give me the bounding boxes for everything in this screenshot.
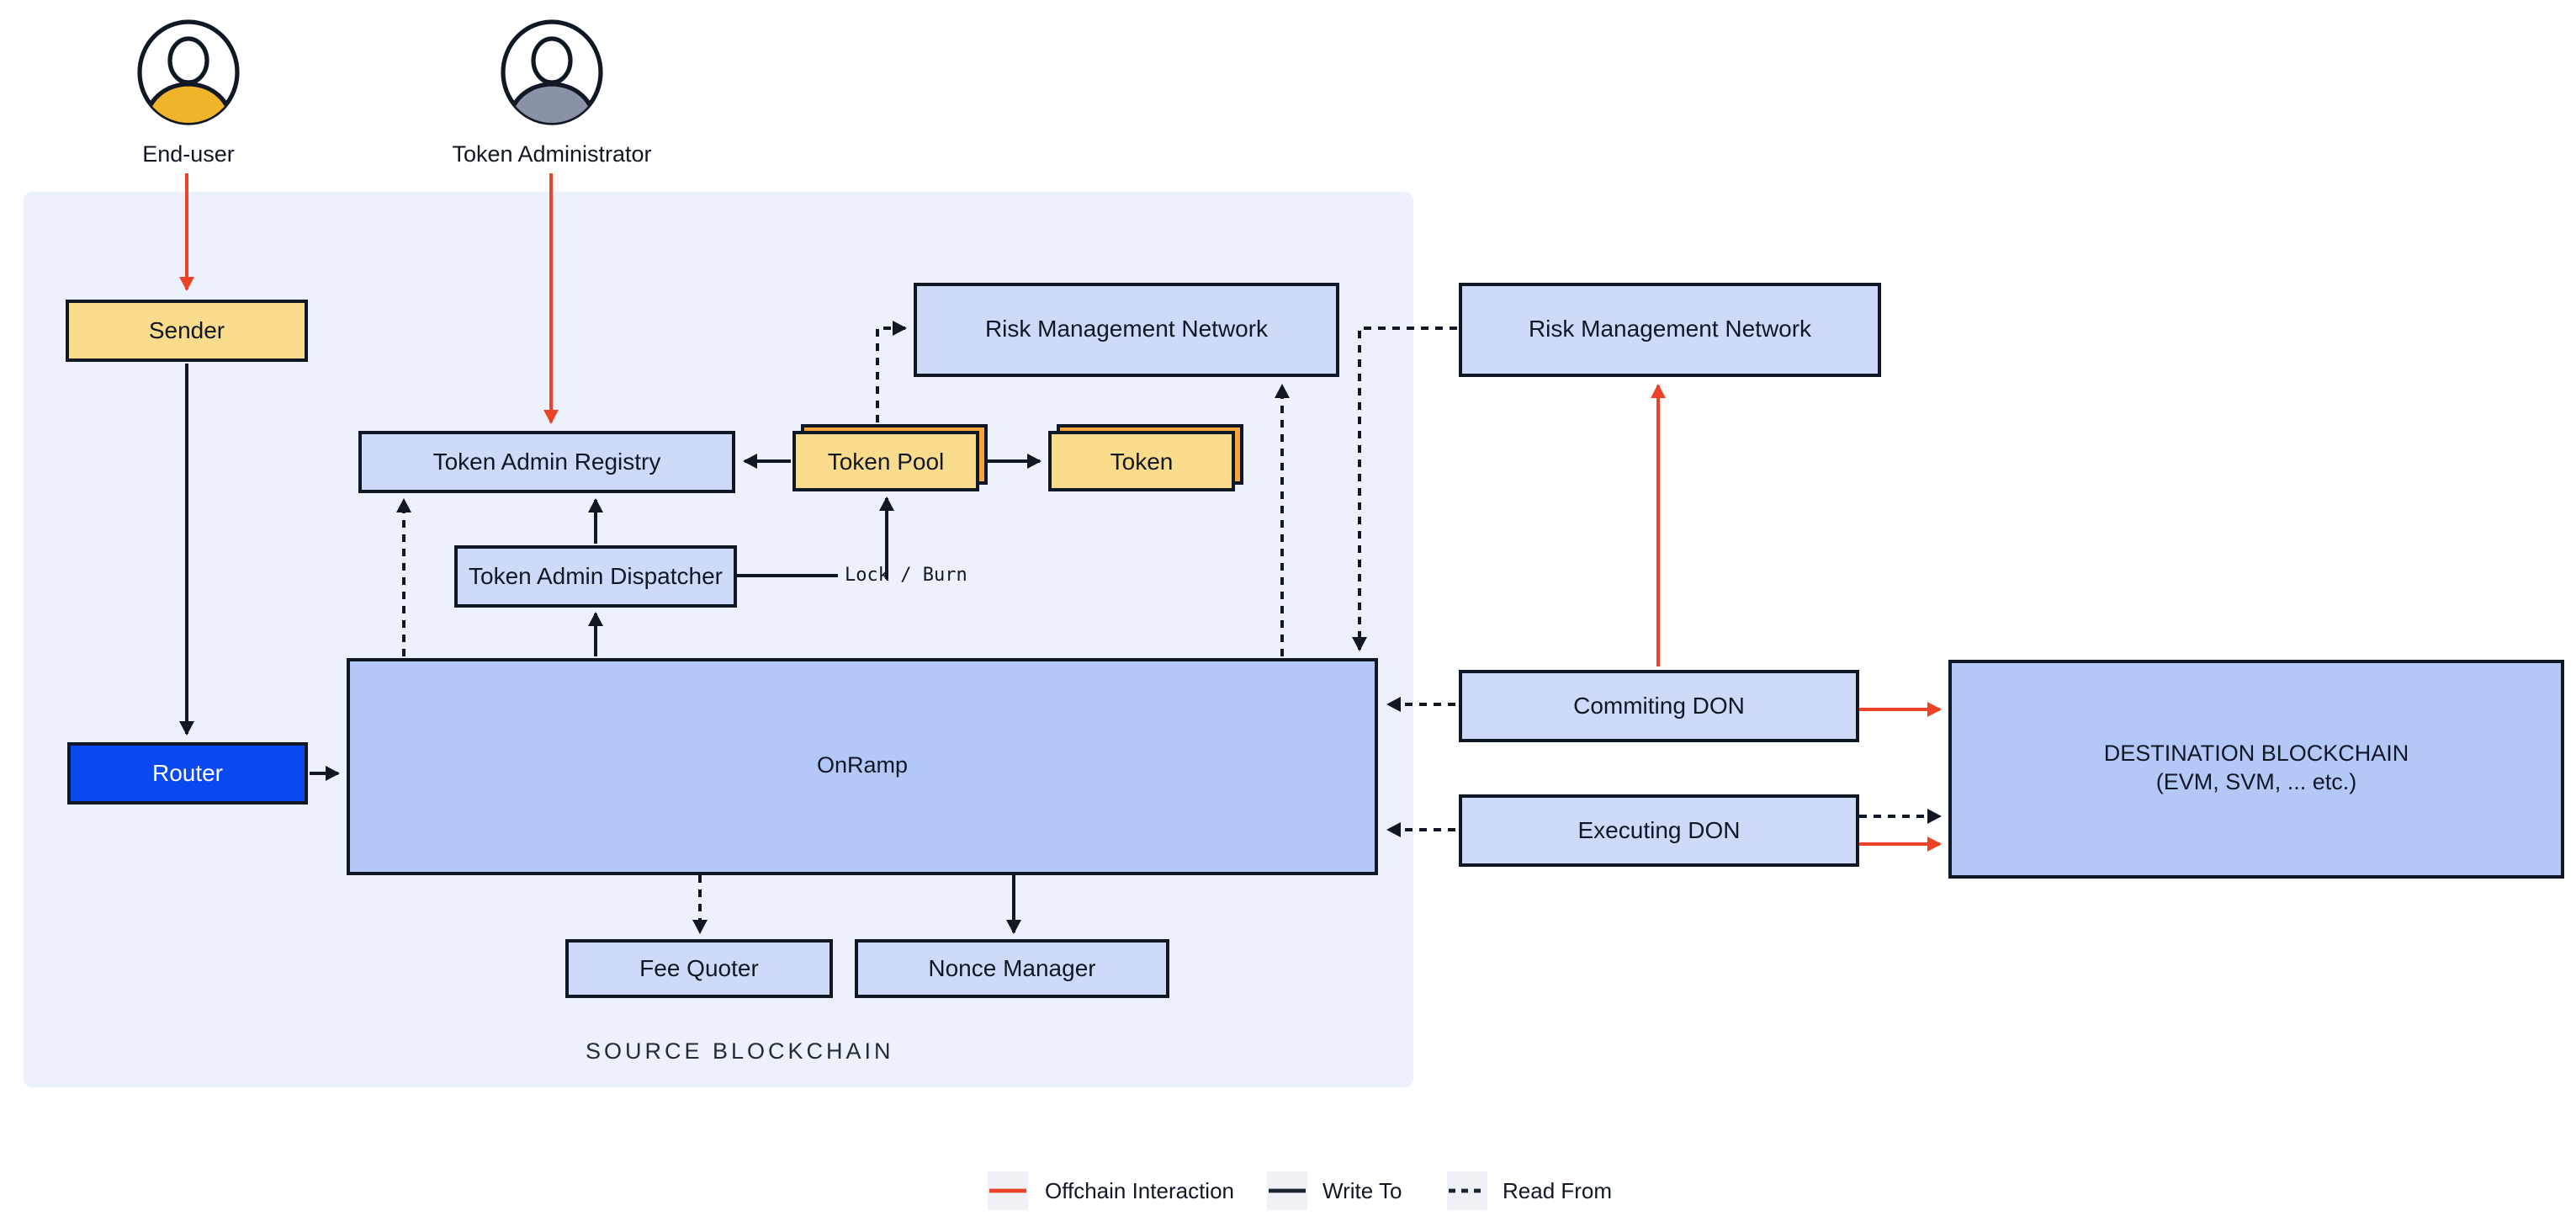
- fee-quoter-node: Fee Quoter: [565, 939, 833, 998]
- onramp-label: OnRamp: [816, 752, 909, 778]
- risk-management-network-offchain-label: Risk Management Network: [1528, 315, 1812, 343]
- legend-offchain-swatch: [988, 1171, 1028, 1210]
- token-administrator-label: Token Administrator: [452, 141, 652, 167]
- commiting-don-node: Commiting DON: [1459, 670, 1859, 742]
- nonce-manager-node: Nonce Manager: [855, 939, 1169, 998]
- lock-burn-annotation: Lock / Burn: [845, 564, 967, 586]
- end-user-icon: [137, 19, 240, 125]
- commiting-don-label: Commiting DON: [1573, 691, 1745, 719]
- token-admin-dispatcher-node: Token Admin Dispatcher: [454, 545, 737, 608]
- fee-quoter-label: Fee Quoter: [639, 953, 759, 981]
- risk-management-network-source-label: Risk Management Network: [984, 315, 1269, 343]
- legend-read-from-swatch: [1447, 1171, 1487, 1210]
- token-admin-registry-node: Token Admin Registry: [358, 431, 735, 493]
- token-node: Token: [1048, 424, 1243, 491]
- onramp-node: OnRamp: [347, 658, 1378, 875]
- end-user-label: End-user: [142, 141, 235, 167]
- destination-blockchain-line2: (EVM, SVM, ... etc.): [2155, 769, 2357, 794]
- executing-don-label: Executing DON: [1577, 815, 1741, 843]
- source-blockchain-region-label: SOURCE BLOCKCHAIN: [586, 1038, 894, 1064]
- sender-label: Sender: [148, 316, 225, 343]
- risk-management-network-source-node: Risk Management Network: [914, 283, 1339, 377]
- token-admin-dispatcher-label: Token Admin Dispatcher: [469, 561, 723, 589]
- token-admin-registry-label: Token Admin Registry: [432, 447, 661, 475]
- token-pool-node: Token Pool: [792, 424, 988, 491]
- router-label: Router: [151, 758, 224, 786]
- legend-offchain-label: Offchain Interaction: [1045, 1178, 1234, 1203]
- risk-management-network-offchain-node: Risk Management Network: [1459, 283, 1881, 377]
- router-node: Router: [67, 742, 308, 805]
- nonce-manager-label: Nonce Manager: [928, 953, 1096, 981]
- token-pool-label: Token Pool: [827, 448, 945, 475]
- sender-node: Sender: [66, 300, 308, 362]
- executing-don-node: Executing DON: [1459, 794, 1859, 867]
- legend-write-to-label: Write To: [1322, 1178, 1402, 1203]
- legend-write-to-swatch: [1267, 1171, 1307, 1210]
- token-label: Token: [1110, 448, 1174, 475]
- destination-blockchain-node: DESTINATION BLOCKCHAIN (EVM, SVM, ... et…: [1948, 660, 2564, 879]
- destination-blockchain-line1: DESTINATION BLOCKCHAIN: [2103, 741, 2409, 767]
- token-administrator-icon: [501, 19, 603, 125]
- legend-read-from-label: Read From: [1503, 1178, 1613, 1203]
